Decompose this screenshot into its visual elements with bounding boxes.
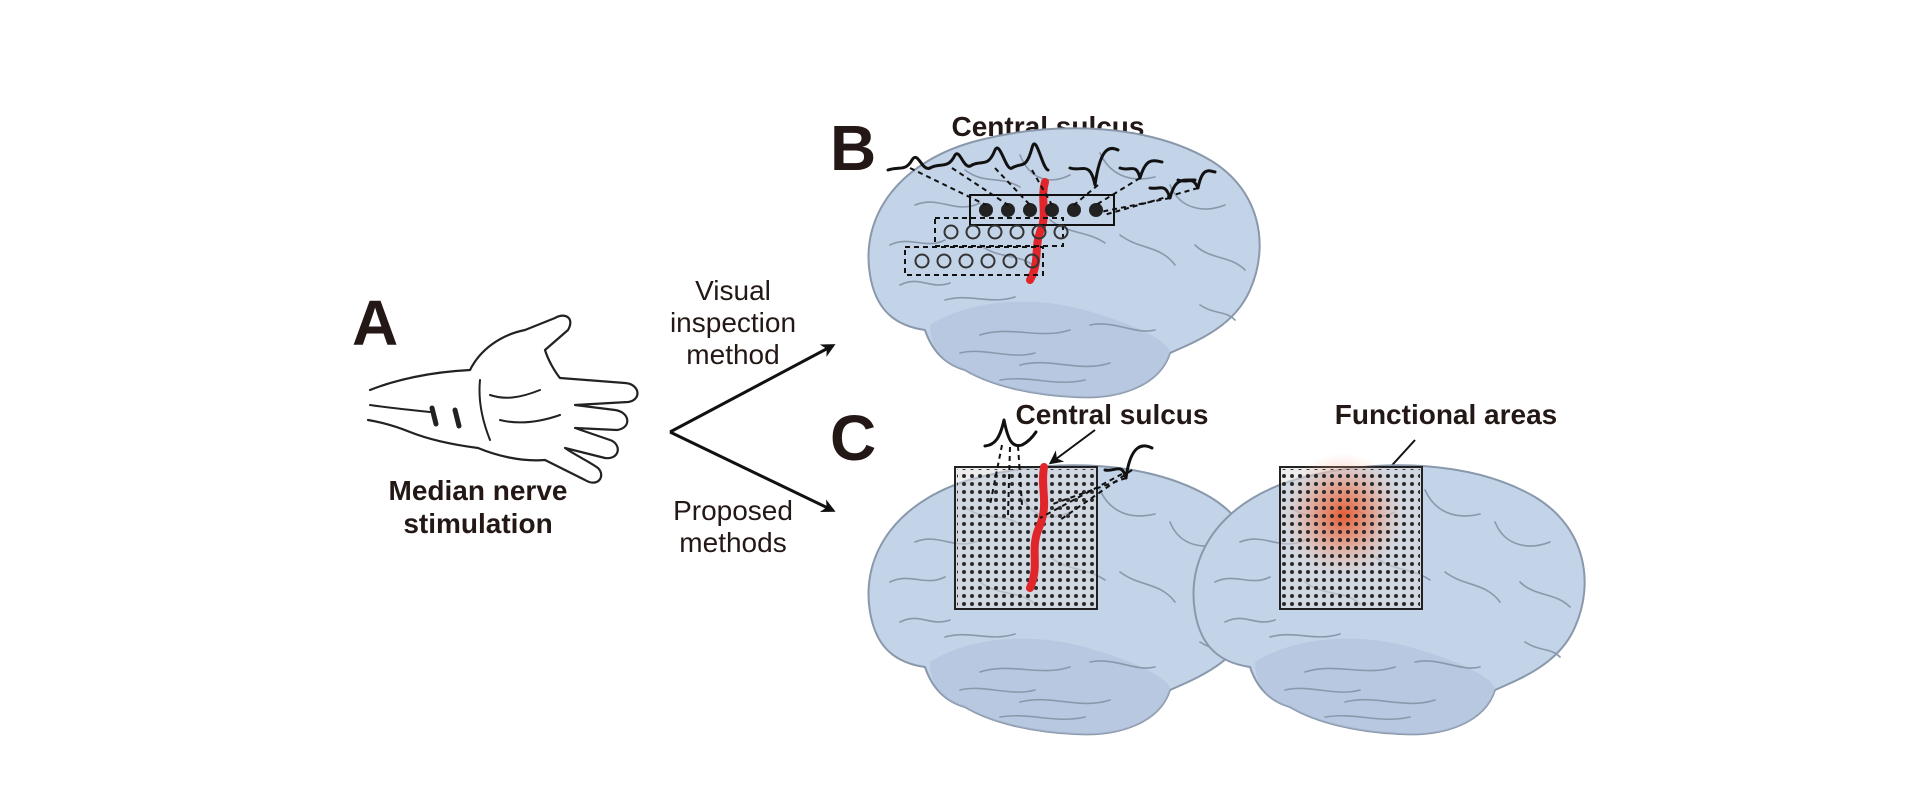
waveforms-c: [983, 418, 1154, 521]
electrode-open-dots-2: [914, 253, 1040, 269]
electrode-grid-c-right: [1279, 453, 1423, 610]
waveform-c1: [983, 418, 1038, 448]
electrode-strip-dashed-2: [904, 246, 1044, 276]
panel-c-letter: C: [830, 402, 876, 474]
panel-c-sulcus-pointer: [1048, 429, 1096, 465]
central-sulcus-line: [1026, 178, 1049, 284]
electrode-active-dots: [979, 203, 1103, 217]
lower-arrow: [669, 430, 836, 512]
panel-b-letter: B: [830, 112, 876, 184]
visual-method-line2: inspection: [670, 307, 796, 338]
panel-c-sulcus-label: Central sulcus: [1016, 399, 1209, 430]
electrode-grid-c-left: [954, 466, 1098, 610]
panel-b: B Central sulcus: [830, 111, 1261, 399]
upper-arrow: [669, 344, 836, 434]
central-sulcus-line-c: [1026, 463, 1049, 592]
functional-areas-label: Functional areas: [1335, 399, 1558, 430]
visual-method-line1: Visual: [695, 275, 771, 306]
waveform-b5: [1068, 146, 1120, 187]
median-nerve-caption-line1: Median nerve: [389, 475, 568, 506]
panel-a-letter: A: [352, 287, 398, 359]
hand-icon: [366, 314, 639, 484]
waveform-b3: [970, 146, 1014, 170]
waveform-b2: [928, 152, 974, 170]
electrode-grid-icon: [904, 194, 1115, 276]
waveform-connectors-b: [909, 167, 1199, 216]
visual-method-line3: method: [686, 339, 779, 370]
waveform-b1: [886, 156, 932, 172]
method-arrows: Visual inspection method Proposed method…: [669, 275, 836, 558]
proposed-methods-line1: Proposed: [673, 495, 793, 526]
panel-c: C Central sulcus Functional areas: [830, 399, 1586, 736]
median-nerve-caption-line2: stimulation: [403, 508, 552, 539]
panel-a: A Median nerve stimulation: [352, 287, 639, 539]
waveform-b4: [1010, 142, 1050, 172]
proposed-methods-line2: methods: [679, 527, 786, 558]
electrode-open-dots-1: [943, 224, 1069, 240]
